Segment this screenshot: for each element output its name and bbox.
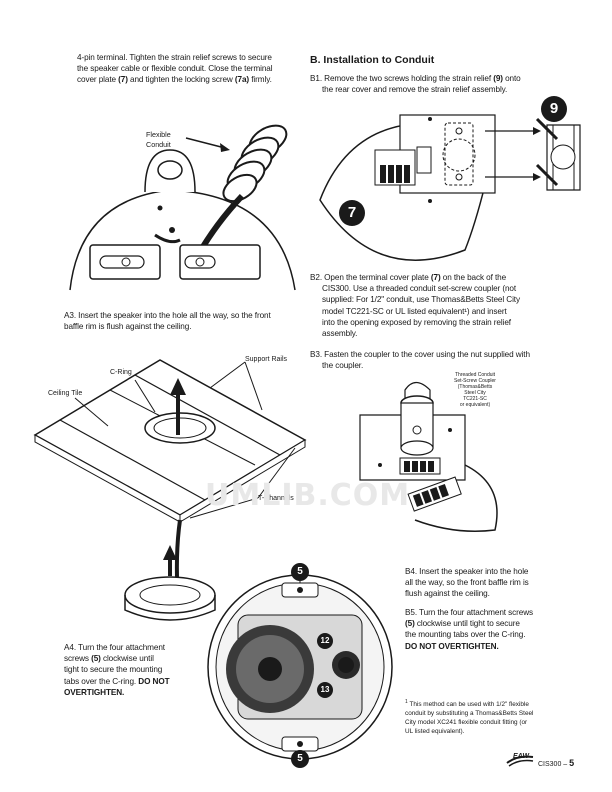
b3-line: B3. Fasten the coupler to the cover usin… [310, 350, 530, 359]
coupler-note-line: TC221-SC [463, 396, 487, 402]
a4-text: tabs over the C-ring. [64, 676, 139, 686]
label-line: Flexible [146, 130, 171, 139]
eaw-logo-text: EAW [513, 753, 529, 760]
coupler-figure [359, 381, 498, 532]
ref-9: (9) [493, 74, 503, 83]
step-b3: B3. Fasten the coupler to the cover usin… [310, 349, 575, 371]
page-number: 5 [569, 758, 575, 768]
coupler-note-line: Threaded Conduit [454, 372, 496, 378]
b1-line: the rear cover and remove the strain rel… [322, 85, 508, 95]
step-b2: B2. Open the terminal cover plate (7) on… [310, 272, 575, 339]
step-b1: B1. Remove the two screws holding the st… [310, 73, 570, 95]
speaker-front-figure [207, 571, 393, 761]
step-b4: B4. Insert the speaker into the hole all… [405, 566, 575, 600]
callout-7: 7 [339, 200, 365, 226]
a4-line: A4. Turn the four attachment [64, 643, 165, 652]
footnote-line: conduit by substituting a Thomas&Betts S… [405, 710, 534, 718]
coupler-note-line: Set-Screw Coupler [454, 378, 496, 384]
a4-text: clockwise until [100, 654, 154, 664]
ref-7: (7) [118, 75, 128, 85]
intro-paragraph: 4-pin terminal. Tighten the strain relie… [77, 52, 307, 86]
warning-text: DO NOT [138, 676, 170, 686]
ceiling-tile-label: Ceiling Tile [48, 390, 83, 397]
flexible-conduit-label: Flexible Conduit [146, 130, 171, 150]
b5-line: DO NOT OVERTIGHTEN. [405, 641, 575, 652]
intro-line: the speaker cable or flexible conduit. C… [77, 64, 273, 74]
watermark: UMLIB.COM [205, 478, 411, 513]
b5-line: B5. Turn the four attachment screws [405, 608, 534, 617]
callout-5-bottom: 5 [291, 750, 309, 768]
ref-5: (5) [405, 619, 415, 629]
b2-line: supplied: For 1/2" conduit, use Thomas&B… [322, 295, 520, 305]
label-line: Conduit [146, 140, 171, 149]
footnote-text: This method can be used with 1/2" flexib… [407, 701, 529, 709]
eaw-logo: EAW [505, 753, 535, 767]
footnote-marker: 1 [405, 699, 408, 705]
callout-9: 9 [541, 96, 567, 122]
footnote: 1 This method can be used with 1/2" flex… [405, 698, 575, 736]
b2-line: CIS300. Use a threaded conduit set-screw… [322, 284, 517, 294]
ref-7a: (7a) [234, 75, 250, 85]
eaw-logo-mark [506, 755, 534, 767]
b1-text: B1. Remove the two screws holding the st… [310, 74, 494, 83]
terminal-conduit-figure [69, 124, 296, 291]
model-name: CIS300 – [538, 761, 570, 768]
intro-text: cover plate [77, 75, 119, 85]
b5-line: (5) clockwise until tight to secure [405, 618, 575, 629]
b2-line: B2. Open the terminal cover plate (7) on… [310, 272, 575, 283]
intro-text: and tighten the locking screw [127, 75, 235, 85]
support-rails-label: Support Rails [245, 356, 288, 363]
callout-13: 13 [317, 682, 333, 698]
page-footer: CIS300 – 5 [538, 758, 574, 768]
c-ring-label: C-Ring [110, 369, 132, 376]
footnote-line: City model XC241 flexible conduit fittin… [405, 719, 528, 727]
a4-line: screws (5) clockwise until [64, 653, 194, 664]
coupler-note: Threaded Conduit Set-Screw Coupler (Thom… [440, 372, 510, 408]
intro-line: 4-pin terminal. Tighten the strain relie… [77, 53, 272, 62]
step-b5: B5. Turn the four attachment screws (5) … [405, 607, 575, 652]
b1-text: onto [502, 74, 521, 83]
callout-12: 12 [317, 633, 333, 649]
a4-line: tabs over the C-ring. DO NOT [64, 676, 194, 687]
b4-line: all the way, so the front baffle rim is [405, 578, 529, 588]
b1-line: B1. Remove the two screws holding the st… [310, 73, 570, 84]
callout-5-top: 5 [291, 563, 309, 581]
a3-line: baffle rim is flush against the ceiling. [64, 322, 192, 332]
b2-text: on the back of the [440, 273, 507, 282]
coupler-note-line: or equivalent) [459, 402, 491, 408]
a4-text: screws [64, 654, 92, 664]
b2-line: into the opening exposed by removing the… [322, 317, 511, 327]
t-channels-label: T-Channels [258, 495, 294, 502]
warning-text: OVERTIGHTEN. [64, 687, 125, 697]
ref-7: (7) [430, 273, 441, 282]
step-a4: A4. Turn the four attachment screws (5) … [64, 642, 194, 698]
warning-text: DO NOT OVERTIGHTEN. [405, 641, 499, 651]
b4-line: flush against the ceiling. [405, 589, 490, 599]
section-heading: B. Installation to Conduit [310, 54, 435, 66]
b3-line: the coupler. [322, 361, 364, 371]
ref-5: (5) [91, 654, 101, 664]
b4-line: B4. Insert the speaker into the hole [405, 567, 529, 576]
footnote-line: UL listed equivalent). [405, 728, 465, 736]
b2-line: model TC221-SC or UL listed equivalent¹)… [322, 306, 507, 316]
a3-line: A3. Insert the speaker into the hole all… [64, 311, 271, 320]
strain-relief-figure [319, 114, 581, 261]
coupler-note-line: Steel City [464, 390, 486, 396]
footnote-line: 1 This method can be used with 1/2" flex… [405, 698, 575, 709]
b2-text: B2. Open the terminal cover plate [310, 273, 431, 282]
a4-line: tight to secure the mounting [64, 665, 163, 675]
a4-line: OVERTIGHTEN. [64, 687, 194, 698]
intro-text: firmly. [249, 75, 272, 85]
intro-line: cover plate (7) and tighten the locking … [77, 74, 307, 85]
ceiling-tile-figure [33, 359, 307, 621]
coupler-note-line: (Thomas&Betts [457, 384, 493, 390]
b2-line: assembly. [322, 329, 358, 339]
b5-text: clockwise until tight to secure [414, 619, 520, 629]
step-a3: A3. Insert the speaker into the hole all… [64, 310, 314, 332]
b5-line: the mounting tabs over the C-ring. [405, 630, 526, 640]
